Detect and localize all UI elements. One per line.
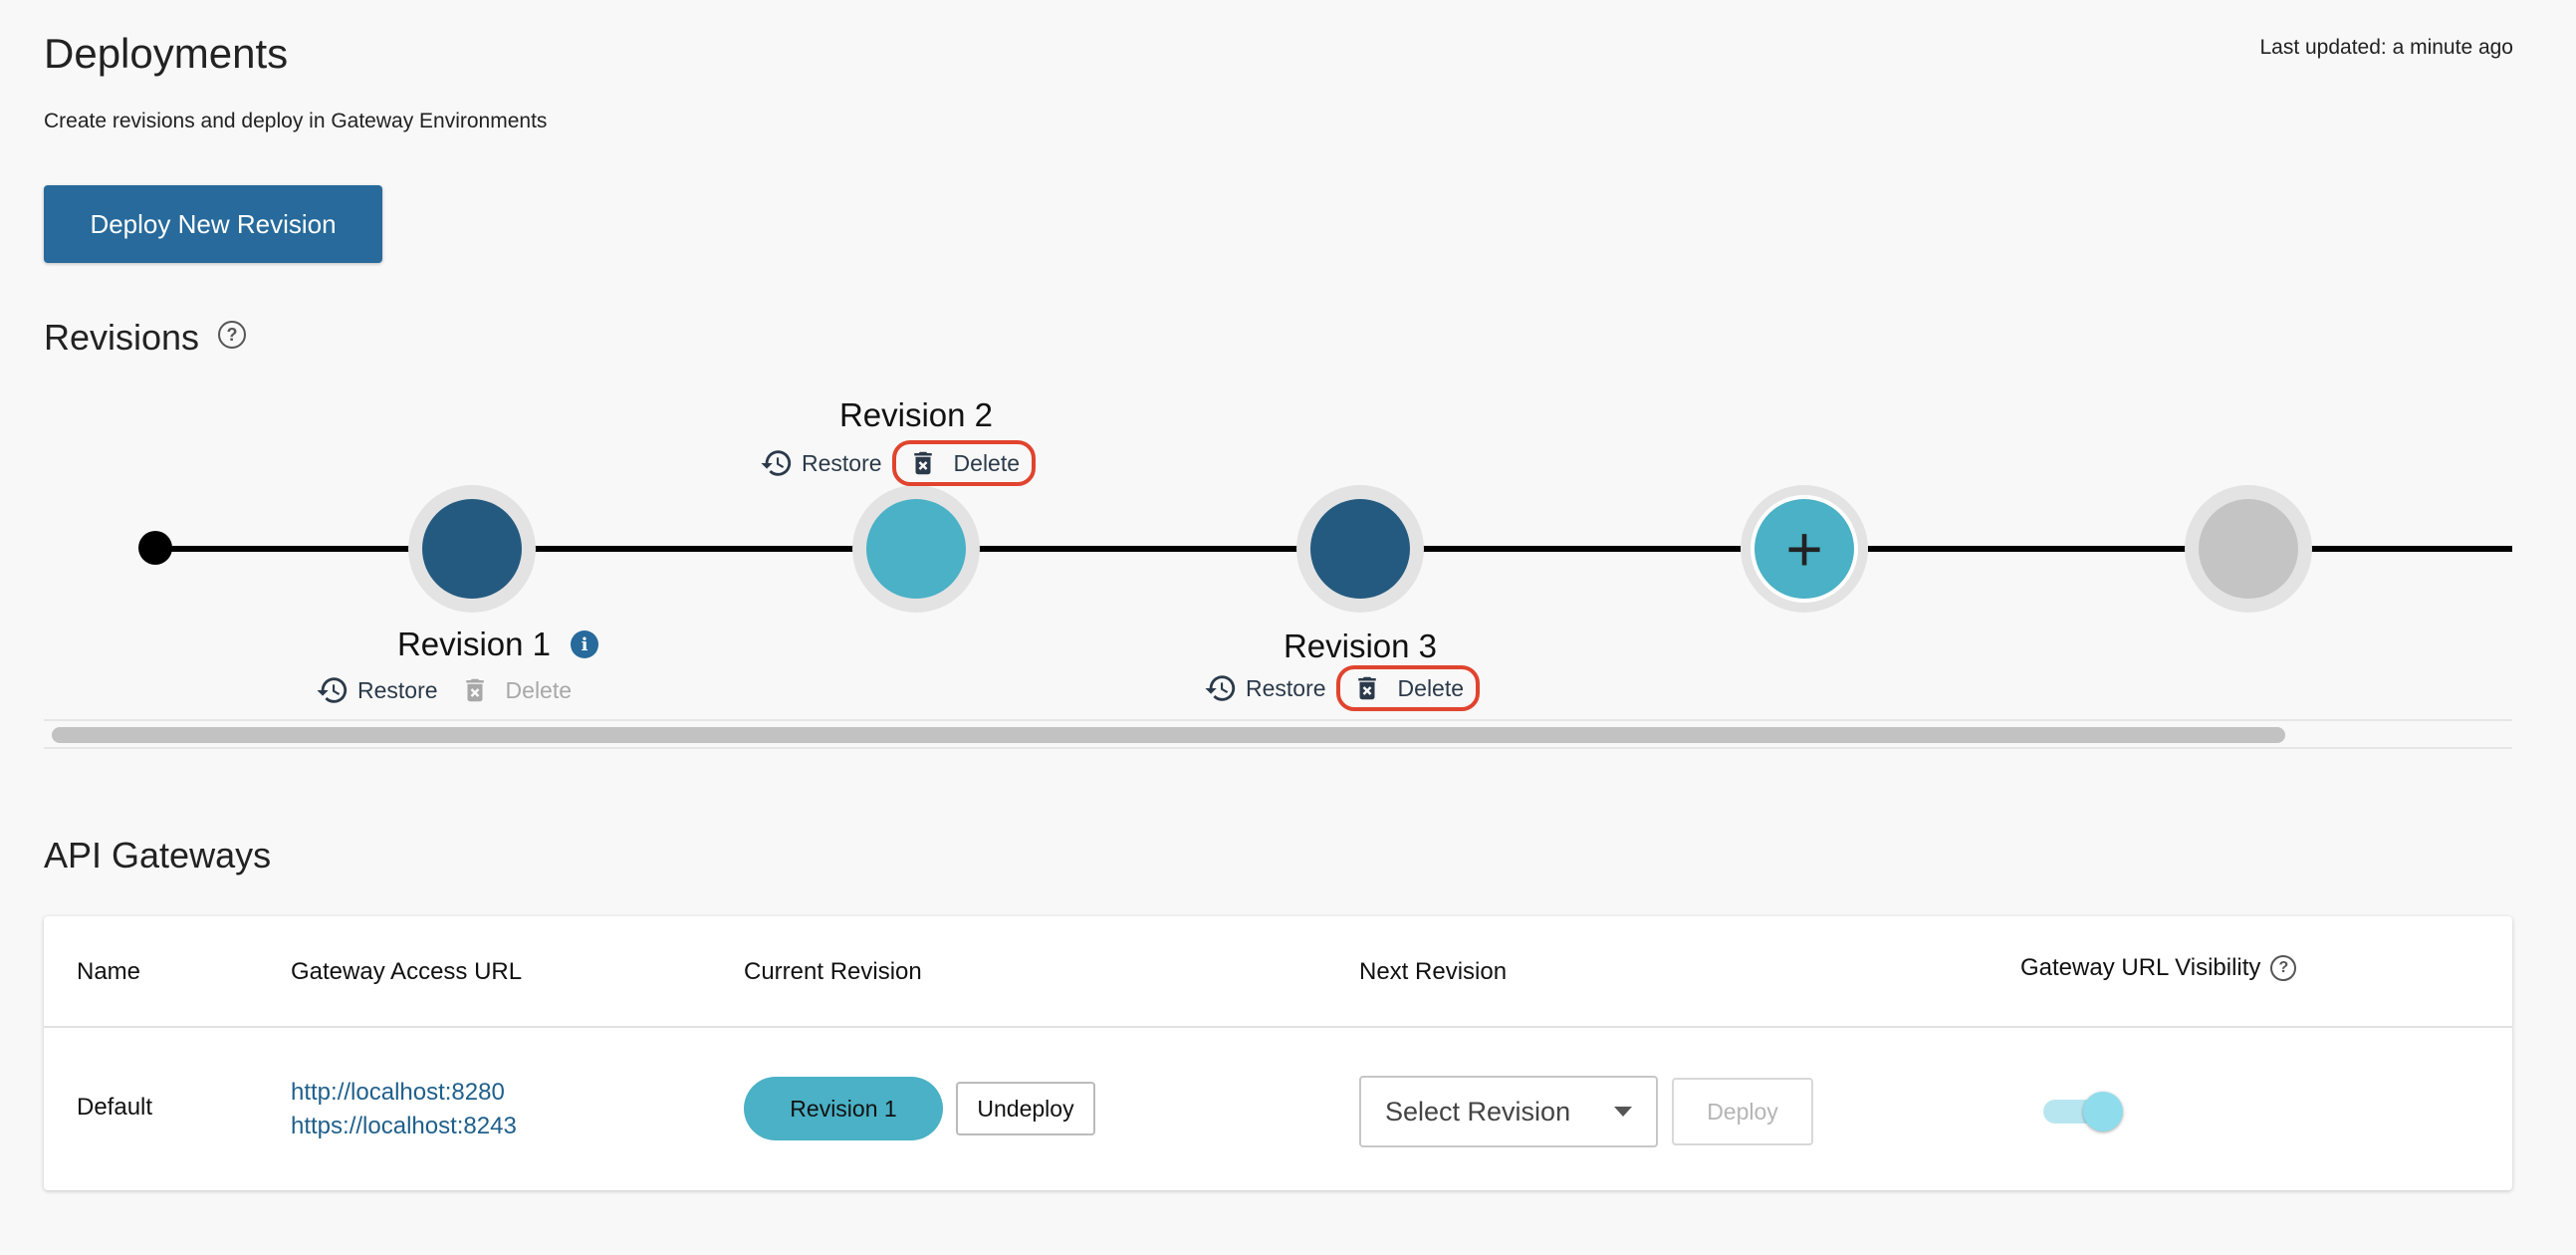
column-header-visibility: Gateway URL Visibility ? [2020, 954, 2297, 982]
empty-revision-node [2185, 485, 2312, 613]
trash-icon [465, 678, 484, 702]
plus-icon: + [1755, 499, 1854, 599]
scroll-track-top [44, 719, 2512, 721]
revision-node-3[interactable] [1296, 485, 1424, 613]
api-gateways-title: API Gateways [44, 835, 272, 876]
restore-icon [317, 677, 348, 703]
revision-1-label: Revision 1 [396, 626, 552, 662]
last-updated-text: Last updated: a minute ago [2259, 36, 2513, 59]
revision-node-1[interactable] [408, 485, 536, 613]
current-revision-chip: Revision 1 [744, 1077, 943, 1140]
revision-1-delete-button[interactable]: Delete [460, 671, 572, 709]
column-header-url: Gateway Access URL [291, 958, 523, 985]
page-subtitle: Create revisions and deploy in Gateway E… [44, 110, 548, 132]
revision-1-actions: Restore Delete [316, 671, 572, 709]
trash-icon [1357, 676, 1376, 700]
column-header-next-revision: Next Revision [1359, 958, 1508, 985]
revision-node-2-core [866, 499, 966, 599]
toggle-knob [2083, 1092, 2123, 1131]
revisions-title: Revisions [44, 317, 200, 358]
gateway-name: Default [77, 1094, 153, 1121]
revision-3-restore-button[interactable]: Restore [1204, 671, 1326, 705]
column-header-current-revision: Current Revision [744, 958, 922, 985]
empty-revision-node-core [2199, 499, 2298, 599]
delete-label: Delete [1397, 674, 1465, 701]
gateway-url-visibility-toggle[interactable] [2043, 1090, 2123, 1133]
revision-2-restore-button[interactable]: Restore [760, 446, 882, 480]
revision-node-1-core [422, 499, 522, 599]
select-revision-dropdown[interactable]: Select Revision [1359, 1076, 1658, 1147]
deploy-new-revision-button[interactable]: Deploy New Revision [44, 185, 382, 263]
page-title: Deployments [44, 30, 289, 77]
horizontal-scrollbar[interactable] [52, 727, 2285, 743]
revision-1-restore-button[interactable]: Restore [316, 673, 438, 707]
undeploy-button[interactable]: Undeploy [956, 1082, 1095, 1135]
help-icon[interactable]: ? [2270, 955, 2297, 981]
trash-icon [913, 451, 932, 475]
help-icon[interactable]: ? [218, 321, 246, 349]
restore-label: Restore [357, 676, 438, 703]
revision-2-actions: Restore Delete [760, 440, 1037, 486]
gateway-http-url-link[interactable]: http://localhost:8280 [291, 1079, 505, 1106]
revision-3-actions: Restore Delete [1204, 665, 1481, 711]
select-revision-placeholder: Select Revision [1385, 1096, 1571, 1127]
gateways-table: Name Gateway Access URL Current Revision… [44, 916, 2512, 1190]
restore-icon [1205, 675, 1236, 701]
revision-3-delete-button[interactable]: Delete [1335, 665, 1481, 711]
column-header-name: Name [77, 958, 141, 985]
delete-label: Delete [953, 449, 1021, 476]
revision-node-2[interactable] [852, 485, 980, 613]
visibility-header-label: Gateway URL Visibility [2020, 954, 2261, 981]
revision-1-heading: Revision 1 i [299, 626, 697, 663]
revision-node-3-core [1310, 499, 1410, 599]
info-icon[interactable]: i [571, 630, 599, 658]
add-revision-node[interactable]: + [1741, 485, 1868, 613]
restore-label: Restore [1246, 674, 1326, 701]
table-header-divider [44, 1026, 2512, 1028]
restore-icon [761, 450, 792, 476]
chevron-down-icon [1614, 1107, 1632, 1117]
scroll-track-bottom [44, 747, 2512, 749]
restore-label: Restore [802, 449, 882, 476]
revision-2-delete-button[interactable]: Delete [891, 440, 1037, 486]
timeline-start-dot [138, 531, 172, 565]
gateway-urls: http://localhost:8280 https://localhost:… [291, 1076, 517, 1143]
delete-label: Delete [505, 676, 573, 703]
gateway-https-url-link[interactable]: https://localhost:8243 [291, 1113, 517, 1139]
deploy-button[interactable]: Deploy [1672, 1078, 1813, 1145]
revision-2-label: Revision 2 [838, 396, 994, 433]
revision-3-label: Revision 3 [1283, 628, 1438, 664]
